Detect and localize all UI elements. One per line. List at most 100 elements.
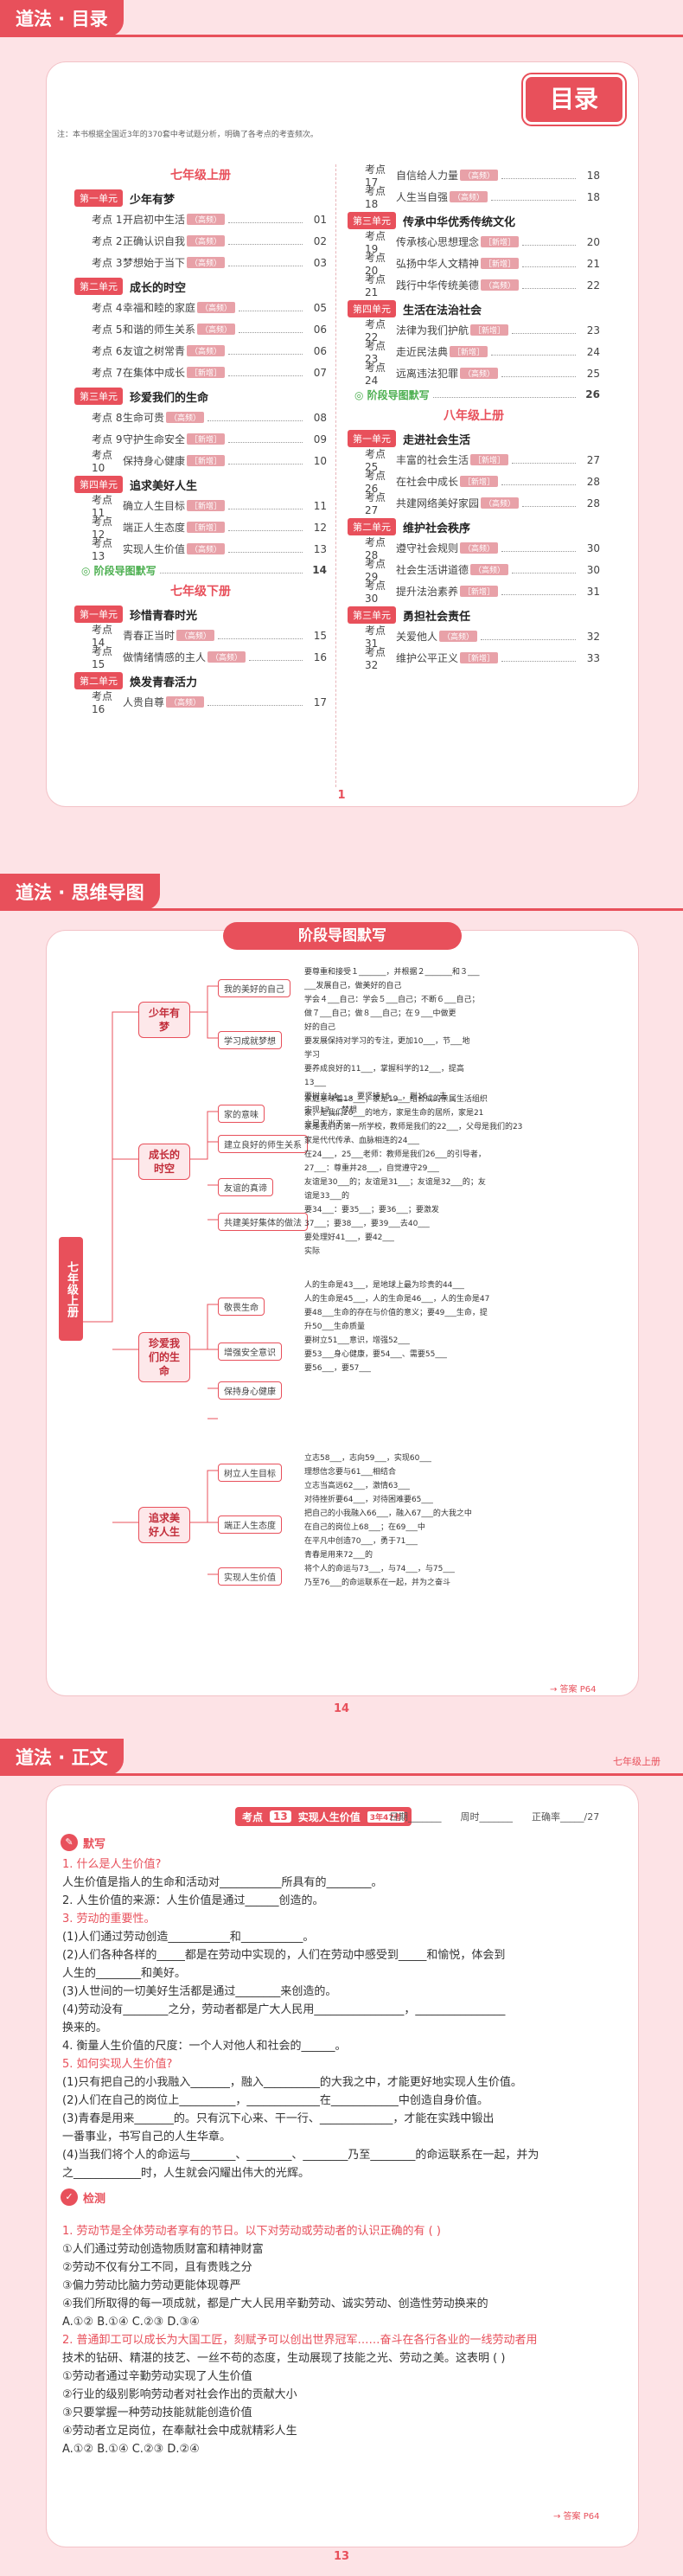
mindmap-text-line: 在平凡中创造70___，勇于71___	[304, 1537, 418, 1546]
toc-item-title: 保持身心健康	[123, 455, 186, 467]
mindmap-text-line: 对待挫折要64___，对待困难要65___	[304, 1496, 433, 1504]
toc-item[interactable]: 考点 30 提升法治素养 ［新增］ 31	[348, 580, 600, 605]
toc-item[interactable]: 考点 17 自信给人力量 （高频） 18	[348, 163, 600, 189]
toc-leader	[218, 632, 303, 639]
toc-unit[interactable]: 第一单元 走进社会生活	[348, 428, 600, 449]
toc-leader	[159, 567, 303, 574]
lesson-line: (3)青春是用来_______的。只有沉下心来、干一行、____________…	[62, 2112, 495, 2125]
toc-leader	[228, 238, 303, 245]
toc-leader	[228, 348, 303, 355]
meta-week: 周时_______	[460, 1811, 514, 1823]
toc-item-page: 33	[586, 651, 600, 664]
mindmap-text-line: 要处理好41___，要42___	[304, 1234, 394, 1242]
lesson-meta: 日期_______ 周时_______ 正确率_____/27	[389, 1810, 599, 1823]
mindmap-page-number: 14	[333, 1702, 350, 1715]
toc-item[interactable]: 考点 23 走近民法典 ［新增］ 24	[348, 340, 600, 365]
toc-item-key: 考点 32	[365, 646, 386, 671]
toc-unit[interactable]: 第三单元 传承中华优秀传统文化	[348, 210, 600, 231]
mindmap-text-line: 谊是33___的	[304, 1192, 349, 1201]
toc-item-key: 考点 16	[92, 690, 113, 715]
toc-stage[interactable]: ◎ 阶段导图默写 14	[74, 560, 327, 580]
toc-item-key: 考点 19	[365, 230, 386, 255]
toc-item[interactable]: 考点 25 丰富的社会生活 ［新增］ 27	[348, 448, 600, 473]
toc-item-page: 23	[586, 324, 600, 336]
mindmap-text-line: 乃至76___的命运联系在一起，并为之奋斗	[304, 1579, 450, 1587]
toc-item[interactable]: 考点 14 青春正当时 （高频） 15	[74, 624, 327, 649]
toc-unit[interactable]: 第一单元 少年有梦	[74, 188, 327, 208]
toc-stage-page: 14	[312, 564, 327, 576]
toc-item[interactable]: 考点 13 实现人生价值 （高频） 13	[74, 537, 327, 562]
toc-unit[interactable]: 第二单元 成长的时空	[74, 276, 327, 297]
toc-item[interactable]: 考点 19 传承核心思想理念 ［新增］ 20	[348, 230, 600, 255]
toc-item[interactable]: 考点 2 正确认识自我 （高频） 02	[74, 230, 327, 252]
section-test-label: 检测	[83, 2192, 106, 2206]
mindmap-text-line: 家庭意味着18___；家是19___结合成的亲属生活组织	[304, 1095, 488, 1104]
toc-unit[interactable]: 第三单元 勇担社会责任	[348, 605, 600, 625]
toc-item[interactable]: 考点 11 确立人生目标 ［新增］ 11	[74, 494, 327, 519]
toc-item-title: 青春正当时	[123, 630, 176, 642]
branch-dream: 少年有梦	[138, 1002, 190, 1038]
toc-item[interactable]: 考点 6 友谊之树常青 （高频） 06	[74, 340, 327, 362]
toc-item[interactable]: 考点 8 生命可贵 （高频） 08	[74, 407, 327, 428]
toc-unit[interactable]: 第四单元 生活在法治社会	[348, 298, 600, 319]
toc-item-title: 遵守社会规则	[396, 542, 459, 554]
toc-item[interactable]: 考点 28 遵守社会规则 （高频） 30	[348, 536, 600, 561]
toc-item-mark: ［新增］	[470, 324, 509, 336]
toc-item-page: 13	[313, 542, 327, 555]
toc-item[interactable]: 考点 21 践行中华传统美德 （高频） 22	[348, 273, 600, 298]
toc-item[interactable]: 考点 22 法律为我们护航 ［新增］ 23	[348, 318, 600, 343]
toc-unit-title: 勇担社会责任	[403, 610, 471, 624]
mindmap-text-line: 要发展保持对学习的专注，更加10___，节___地	[304, 1037, 470, 1046]
toc-item[interactable]: 考点 4 幸福和睦的家庭 （高频） 05	[74, 297, 327, 318]
toc-item-key: 考点 7	[92, 367, 123, 379]
lesson-line: ①劳动者通过辛勤劳动实现了人生价值	[62, 2370, 252, 2383]
toc-item[interactable]: 考点 12 端正人生态度 ［新增］ 12	[74, 516, 327, 541]
sub-study-dream: 学习成就梦想	[218, 1031, 282, 1049]
toc-item-title: 远离违法犯罪	[396, 368, 459, 380]
toc-leader	[228, 546, 303, 553]
toc-item-title: 人生当自强	[396, 191, 449, 203]
toc-stage[interactable]: ◎ 阶段导图默写 26	[348, 384, 600, 405]
toc-unit[interactable]: 第二单元 焕发青春活力	[74, 670, 327, 691]
toc-item[interactable]: 考点 15 做情绪情感的主人 （高频） 16	[74, 645, 327, 670]
toc-item[interactable]: 考点 9 守护生命安全 ［新增］ 09	[74, 428, 327, 450]
toc-stage-page: 26	[585, 388, 600, 400]
toc-item[interactable]: 考点 7 在集体中成长 ［新增］ 07	[74, 362, 327, 383]
toc-leader	[522, 500, 576, 507]
toc-item-page: 27	[586, 453, 600, 466]
toc-item-key: 考点 21	[365, 273, 386, 298]
toc-unit-tag: 第一单元	[348, 430, 396, 447]
toc-item[interactable]: 考点 5 和谐的师生关系 （高频） 06	[74, 318, 327, 340]
toc-item[interactable]: 考点 20 弘扬中华人文精神 ［新增］ 21	[348, 252, 600, 277]
toc-unit[interactable]: 第四单元 追求美好人生	[74, 474, 327, 495]
toc-item[interactable]: 考点 24 远离违法犯罪 （高频） 25	[348, 362, 600, 387]
mindmap-text-line: 好的自己	[304, 1023, 336, 1032]
toc-unit[interactable]: 第二单元 维护社会秩序	[348, 516, 600, 537]
toc-item[interactable]: 考点 32 维护公平正义 ［新增］ 33	[348, 646, 600, 671]
toc-item[interactable]: 考点 18 人生当自强 （高频） 18	[348, 185, 600, 210]
toc-leader	[522, 239, 576, 246]
toc-leader	[501, 545, 576, 552]
toc-item[interactable]: 考点 29 社会生活讲道德 （高频） 30	[348, 558, 600, 583]
header-rule	[0, 35, 683, 37]
mindmap-panel: 道法 · 思维导图	[0, 865, 683, 1730]
toc-leader	[228, 216, 303, 223]
toc-item-title: 正确认识自我	[123, 235, 186, 247]
toc-item[interactable]: 考点 31 关爱他人 （高频） 32	[348, 625, 600, 650]
toc-item[interactable]: 考点 26 在社会中成长 ［新增］ 28	[348, 470, 600, 495]
sub-friendship: 友谊的真谛	[218, 1178, 273, 1196]
toc-item[interactable]: 考点 16 人贵自尊 （高频） 17	[74, 690, 327, 715]
toc-unit[interactable]: 第三单元 珍爱我们的生命	[74, 386, 327, 407]
toc-item-title: 和谐的师生关系	[123, 324, 196, 336]
sub-attitude: 端正人生态度	[218, 1515, 282, 1534]
toc-item[interactable]: 考点 1 开启初中生活 （高频） 01	[74, 208, 327, 230]
toc-item[interactable]: 考点 3 梦想始于当下 （高频） 03	[74, 252, 327, 273]
lesson-line: (1)只有把自己的小我融入_______，融入__________的大我之中，才…	[62, 2076, 522, 2089]
toc-item-key: 考点 30	[365, 580, 386, 605]
toc-stage-label: ◎ 阶段导图默写	[81, 564, 156, 577]
toc-item[interactable]: 考点 27 共建网络美好家园 （高频） 28	[348, 491, 600, 516]
toc-leader	[501, 172, 576, 179]
toc-item-key: 考点 24	[365, 362, 386, 387]
toc-item[interactable]: 考点 10 保持身心健康 ［新增］ 10	[74, 449, 327, 474]
toc-unit[interactable]: 第一单元 珍惜青春时光	[74, 604, 327, 625]
